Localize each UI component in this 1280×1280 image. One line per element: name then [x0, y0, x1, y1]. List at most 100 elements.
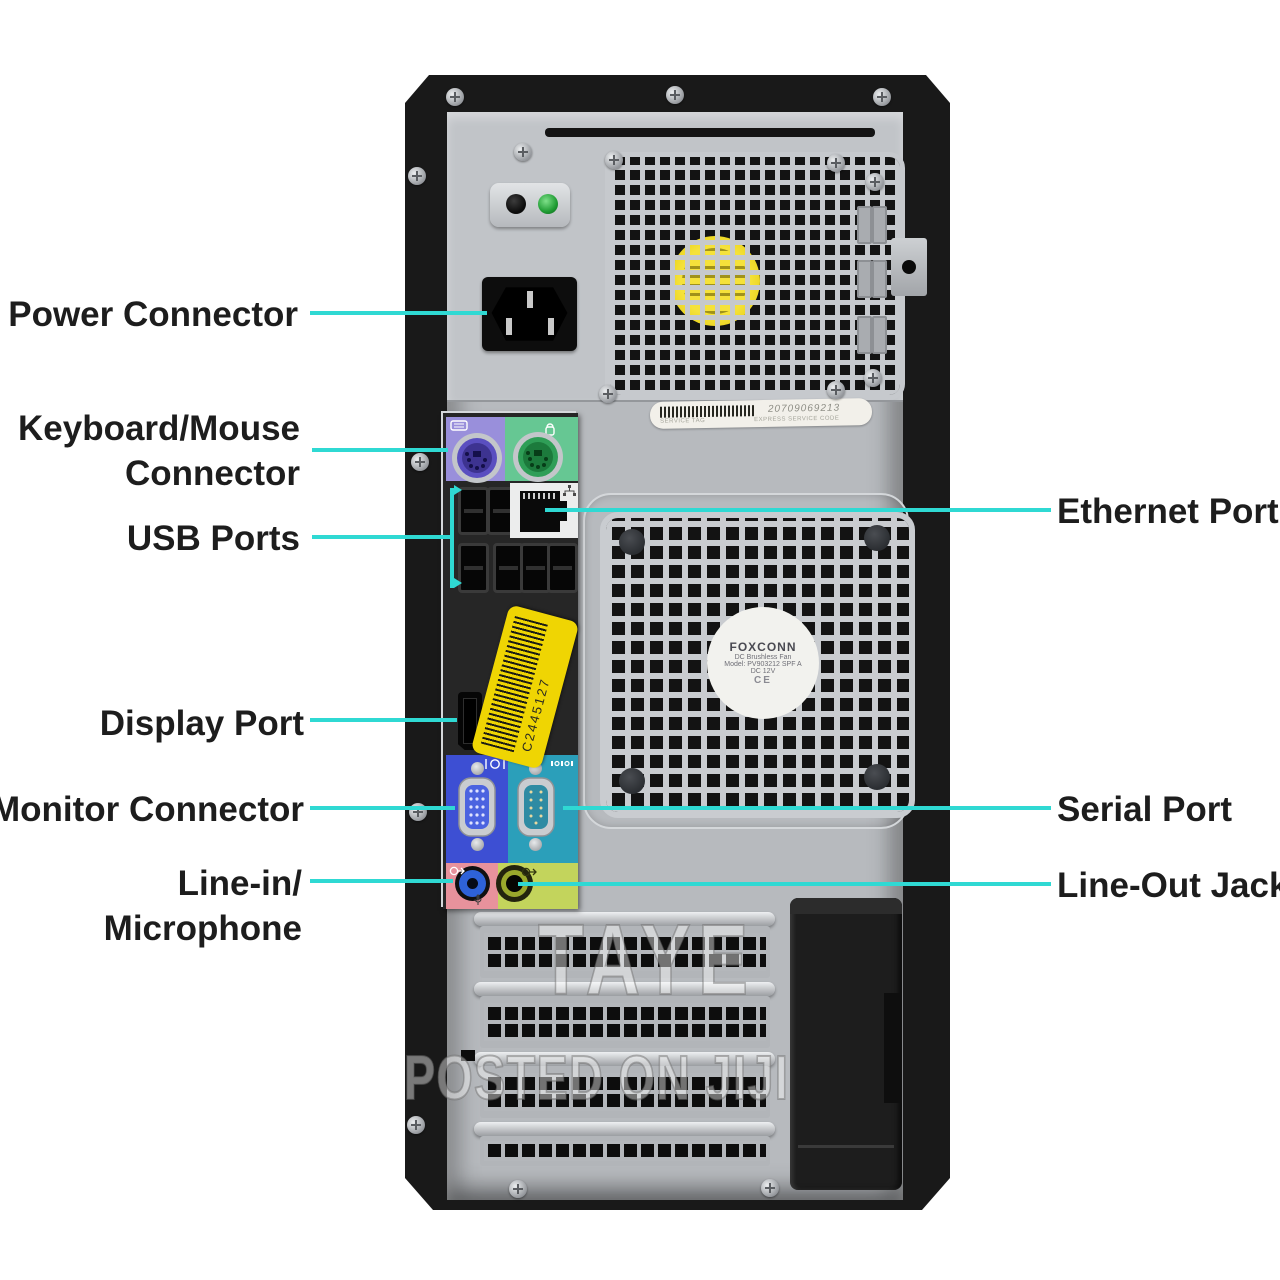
service-tag-number: 20709069213	[767, 402, 841, 415]
keyboard-icon	[450, 420, 468, 431]
vga-port	[457, 776, 497, 838]
power-pin	[548, 318, 554, 335]
side-vent-slot	[872, 260, 887, 298]
serial-port	[516, 776, 556, 838]
slot-latch-notch	[461, 1050, 475, 1061]
fan-rating: DC 12V	[750, 668, 776, 675]
fan-hub-label: FOXCONN DC Brushless Fan Model: PV903212…	[707, 607, 819, 719]
label-usb-ports: USB Ports	[126, 519, 300, 558]
power-connector-port	[482, 277, 577, 351]
callout-line-ethernet	[545, 508, 1051, 512]
callout-line-usb	[312, 535, 452, 539]
fan-mount-pin	[864, 764, 890, 790]
screw	[866, 173, 884, 191]
slot-divider	[474, 912, 775, 926]
screw	[411, 453, 429, 471]
callout-line-display-port	[310, 718, 457, 722]
power-pin	[506, 318, 512, 335]
screw	[827, 381, 845, 399]
computer-tower-rear: 20709069213 SERVICE TAG EXPRESS SERVICE …	[405, 75, 950, 1210]
screw	[599, 385, 617, 403]
label-display-port: Display Port	[99, 704, 304, 743]
callout-line-keyboard-mouse	[312, 448, 448, 452]
fan-cert: CE	[754, 675, 772, 686]
screw	[407, 1116, 425, 1134]
psu-status-led	[538, 194, 558, 214]
screw	[873, 88, 891, 106]
expansion-slot-cover	[480, 1066, 770, 1118]
callout-line-line-in	[310, 879, 453, 883]
service-tag-label: 20709069213 SERVICE TAG EXPRESS SERVICE …	[650, 398, 872, 429]
card-retention-latch	[790, 898, 902, 1190]
watermark-source: POSTED ON JIJI	[403, 1043, 790, 1114]
monitor-icon	[485, 758, 505, 770]
mouse-icon	[544, 421, 556, 436]
vga-screw-post	[471, 838, 484, 851]
fan-type: DC Brushless Fan	[734, 654, 792, 661]
ps2-mouse-port	[512, 431, 564, 483]
asset-tag-sticker: C2445127	[471, 604, 580, 769]
screw	[514, 143, 532, 161]
side-vent-slot	[872, 316, 887, 354]
ps2-keyboard-port	[451, 432, 503, 484]
top-vent-slit	[545, 128, 875, 137]
fan-model: Model: PV903212 SPF A	[724, 661, 802, 668]
expansion-slot-cover	[480, 1136, 770, 1166]
service-tag-caption-right: EXPRESS SERVICE CODE	[754, 415, 840, 424]
slot-divider	[474, 982, 775, 996]
side-vent-slot	[857, 260, 872, 298]
screw	[509, 1180, 527, 1198]
usb-port	[458, 543, 489, 593]
fan-mount-pin	[619, 768, 645, 794]
fan-mount-pin	[864, 525, 890, 551]
screw	[446, 88, 464, 106]
callout-arrow-usb-top	[454, 485, 462, 495]
label-power-connector: Power Connector	[8, 295, 298, 334]
callout-line-line-out	[518, 882, 1051, 886]
microphone-icon	[474, 894, 482, 906]
slot-divider	[474, 1122, 775, 1136]
usb-port	[547, 543, 578, 593]
padlock-bracket	[891, 238, 927, 296]
screw	[827, 154, 845, 172]
side-vent-slot	[872, 206, 887, 244]
service-tag-barcode	[660, 405, 756, 418]
serial-screw-post	[529, 838, 542, 851]
expansion-slot-cover	[480, 996, 770, 1048]
label-line-out-jack: Line-Out Jack	[1057, 866, 1280, 905]
fan-mount-pin	[619, 529, 645, 555]
service-tag-caption-left: SERVICE TAG	[660, 417, 706, 425]
psu-fan-grille	[605, 152, 905, 400]
callout-arrow-usb-bottom	[454, 578, 462, 588]
fan-brand: FOXCONN	[729, 640, 797, 654]
ethernet-port	[520, 491, 560, 532]
label-line-in-microphone: Line-in/ Microphone	[103, 864, 302, 948]
expansion-slot-cover	[480, 926, 770, 978]
watermark-name: TAYE	[537, 903, 756, 1017]
screw	[761, 1179, 779, 1197]
usb-port	[520, 543, 551, 593]
label-serial-port: Serial Port	[1057, 790, 1233, 829]
slot-divider	[474, 1052, 775, 1066]
vga-screw-post	[471, 762, 484, 775]
screw	[864, 369, 882, 387]
chassis-fan-grille: FOXCONN DC Brushless Fan Model: PV903212…	[600, 512, 915, 818]
screw	[408, 167, 426, 185]
side-vent-slot	[857, 316, 872, 354]
network-icon	[563, 485, 576, 497]
psu-indicator-bracket	[490, 183, 570, 227]
side-vent-slot	[857, 206, 872, 244]
serial-icon	[551, 759, 573, 768]
screw	[666, 86, 684, 104]
io-panel: C2445127	[443, 413, 578, 909]
line-out-icon	[521, 866, 537, 878]
callout-line-power	[310, 311, 487, 315]
psu-test-button	[506, 194, 526, 214]
callout-bracket-usb	[450, 488, 454, 588]
screw	[605, 151, 623, 169]
line-out-jack	[496, 865, 533, 902]
label-ethernet-port: Ethernet Port	[1057, 492, 1279, 531]
callout-line-serial	[563, 806, 1051, 810]
power-pin	[527, 291, 533, 308]
label-keyboard-mouse: Keyboard/Mouse Connector	[18, 409, 300, 493]
